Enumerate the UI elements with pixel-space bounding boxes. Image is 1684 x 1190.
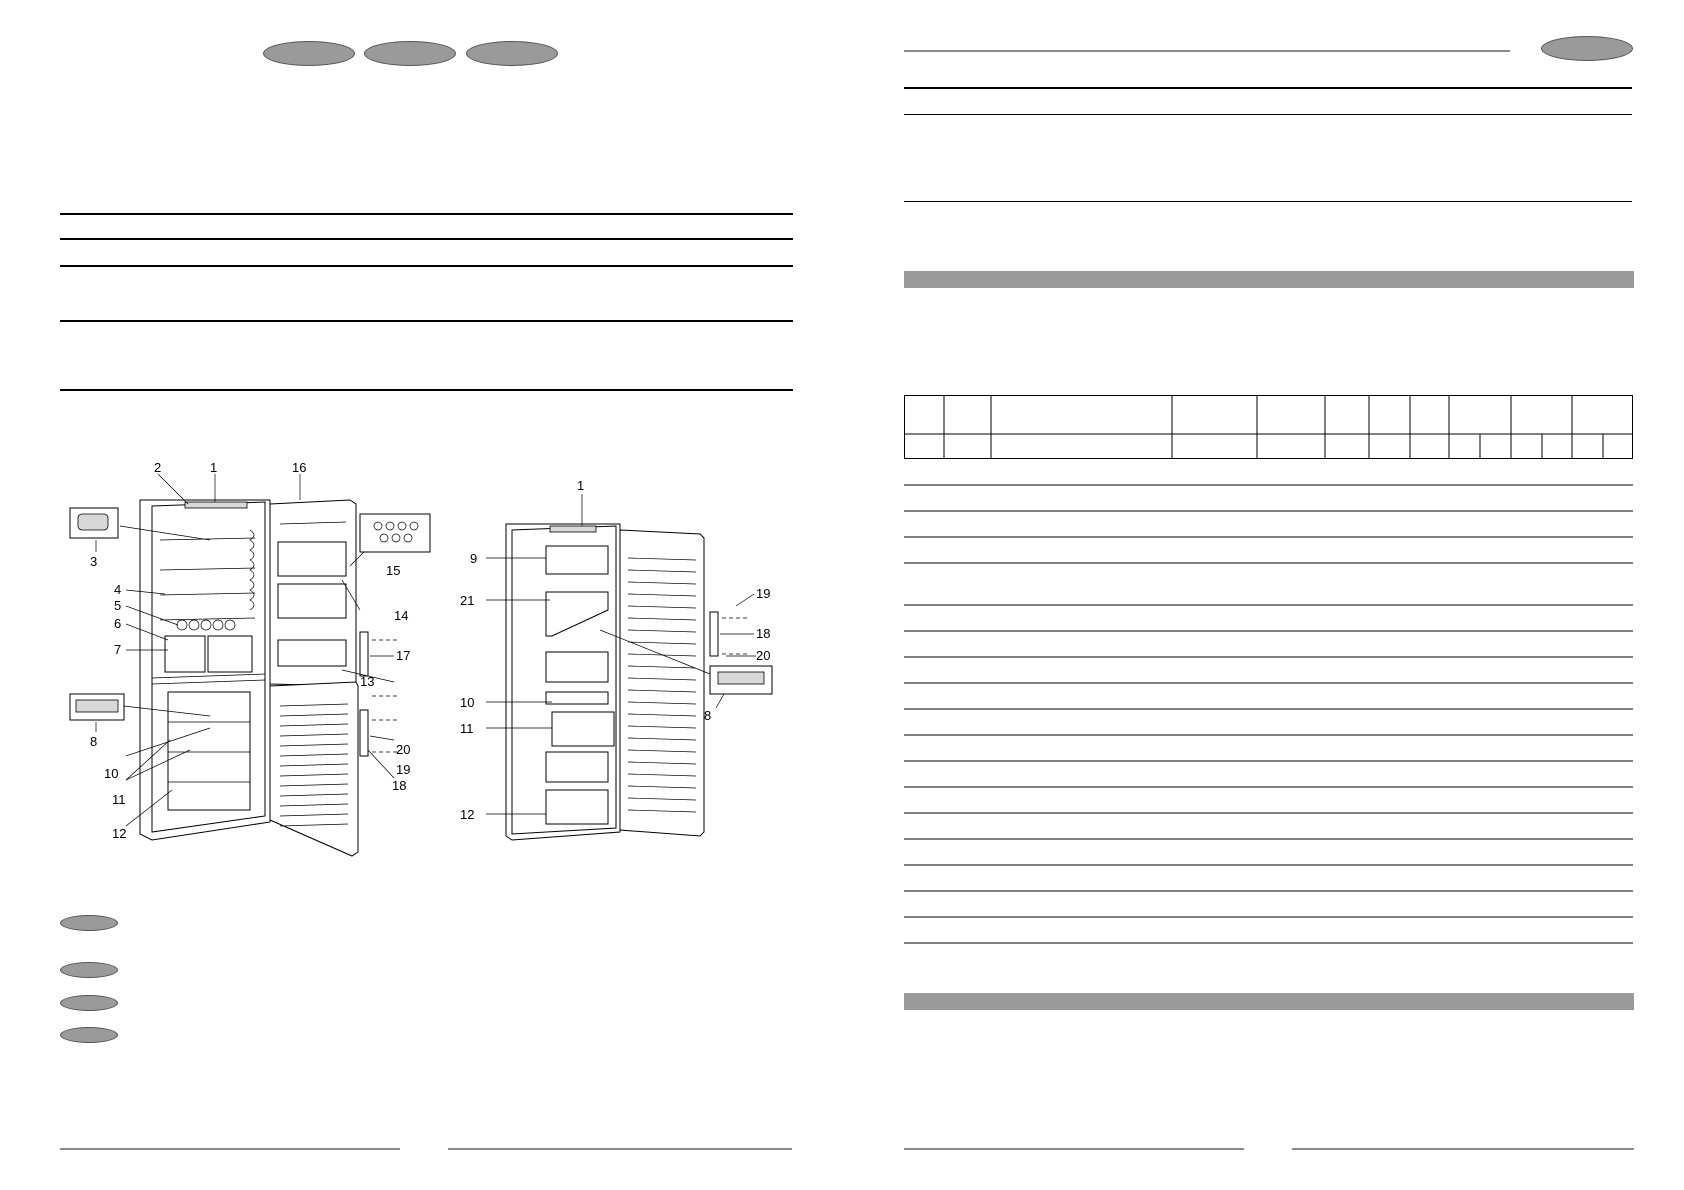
- section-heading-bar: [904, 993, 1634, 1010]
- language-badge-small-1: [60, 915, 118, 931]
- language-badge-small-3: [60, 995, 118, 1011]
- footer-rule: [60, 1148, 400, 1150]
- language-badge-1: [263, 41, 355, 66]
- fig-label: 18: [392, 778, 406, 793]
- fig-label: 10: [104, 766, 118, 781]
- fig-label: 20: [396, 742, 410, 757]
- section-heading-bar: [904, 271, 1634, 288]
- fig-label: 20: [756, 648, 770, 663]
- fig-label: 9: [470, 551, 477, 566]
- fig-label: 3: [90, 554, 97, 569]
- fig-label: 13: [360, 674, 374, 689]
- language-badge-3: [466, 41, 558, 66]
- language-badge-small-4: [60, 1027, 118, 1043]
- fig-label: 8: [90, 734, 97, 749]
- rule: [60, 320, 793, 322]
- fig-label: 10: [460, 695, 474, 710]
- fig-label: 1: [210, 460, 217, 475]
- fig-label: 15: [386, 563, 400, 578]
- appliance-diagram: 2 1 16 3 15 14 4 5 6 7 17 13 8 10 11 12 …: [69, 460, 773, 857]
- language-badge-small-2: [60, 962, 118, 978]
- fig-label: 5: [114, 598, 121, 613]
- header-rule: [904, 50, 1510, 52]
- language-badge-2: [364, 41, 456, 66]
- fig-label: 2: [154, 460, 161, 475]
- rule: [904, 201, 1632, 202]
- footer-rule: [1292, 1148, 1634, 1150]
- footer-rule: [448, 1148, 792, 1150]
- fig-label: 11: [460, 721, 474, 736]
- fig-label: 8: [704, 708, 711, 723]
- fig-label: 16: [292, 460, 306, 475]
- rule: [904, 87, 1632, 89]
- fig-label: 19: [756, 586, 770, 601]
- fig-label: 12: [112, 826, 126, 841]
- fig-label: 12: [460, 807, 474, 822]
- fig-label: 1: [577, 478, 584, 493]
- language-badge-right: [1541, 36, 1633, 61]
- fig-label: 19: [396, 762, 410, 777]
- fig-label: 21: [460, 593, 474, 608]
- footer-rule: [904, 1148, 1244, 1150]
- fig-label: 17: [396, 648, 410, 663]
- fig-label: 7: [114, 642, 121, 657]
- rule: [60, 213, 793, 215]
- fig-label: 4: [114, 582, 121, 597]
- fig-label: 18: [756, 626, 770, 641]
- fig-label: 6: [114, 616, 121, 631]
- rule: [60, 238, 793, 240]
- fig-label: 14: [394, 608, 408, 623]
- combi-fridge-drawing: 2 1 16 3 15 14 4 5 6 7 17 13 8 10 11 12 …: [69, 460, 431, 857]
- specification-table: [904, 395, 1633, 944]
- upright-freezer-drawing: 1 9 21 10 11 12 19 18 20 8: [460, 478, 773, 841]
- rule: [60, 389, 793, 391]
- rule: [60, 265, 793, 267]
- fig-label: 11: [112, 792, 126, 807]
- rule: [904, 114, 1632, 115]
